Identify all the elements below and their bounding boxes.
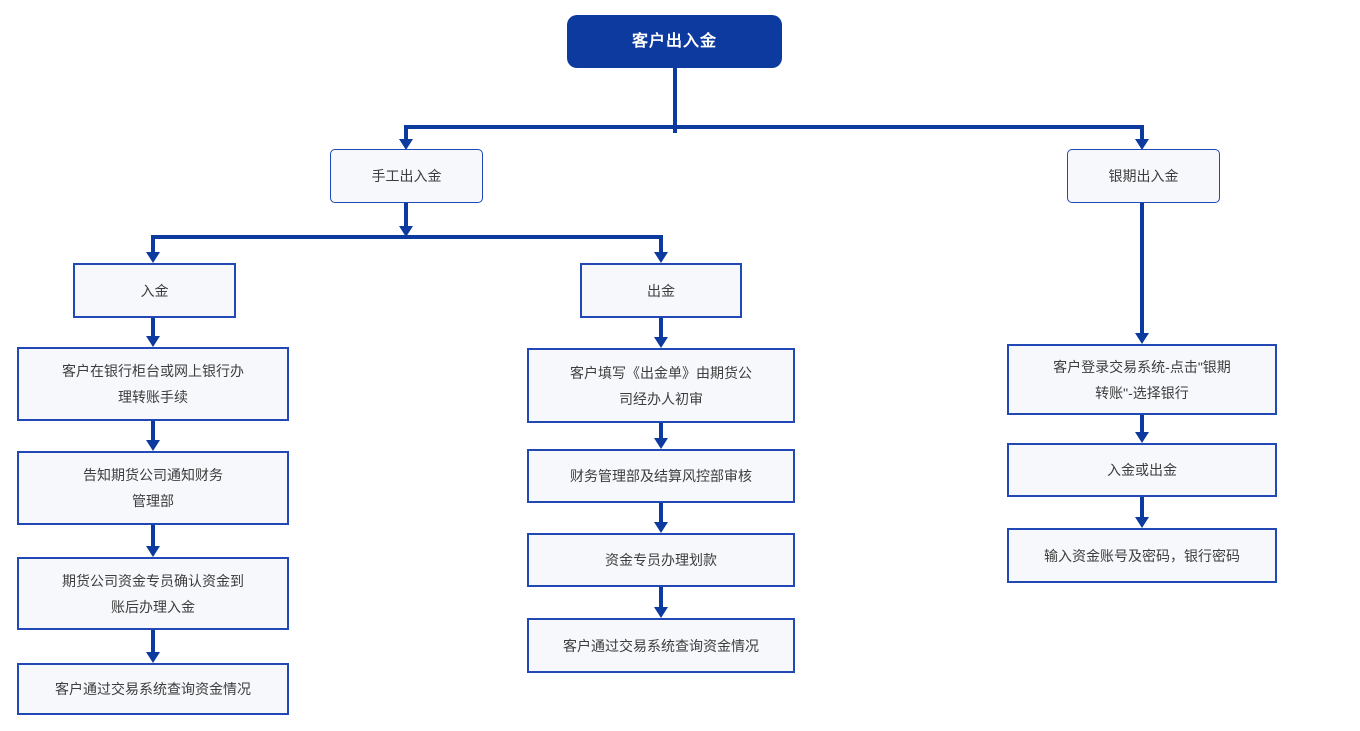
connector-bank-3 — [1140, 497, 1144, 518]
node-label: 输入资金账号及密码，银行密码 — [1044, 547, 1240, 564]
deposit-step-3: 期货公司资金专员确认资金到 账后办理入金 — [17, 557, 289, 630]
connector-deposit-3 — [151, 525, 155, 547]
node-label: 告知期货公司通知财务 管理部 — [83, 467, 223, 509]
arrowhead-down-icon — [146, 546, 160, 557]
node-label: 客户在银行柜台或网上银行办 理转账手续 — [62, 363, 244, 405]
node-withdraw: 出金 — [580, 263, 742, 318]
connector-bank-1 — [1140, 203, 1144, 334]
connector-withdraw-drop — [659, 235, 663, 253]
arrowhead-down-icon — [399, 226, 413, 237]
arrowhead-down-icon — [1135, 333, 1149, 344]
arrowhead-down-icon — [654, 607, 668, 618]
arrowhead-down-icon — [654, 252, 668, 263]
node-label: 客户登录交易系统-点击"银期 转账"-选择银行 — [1053, 358, 1231, 401]
node-label: 出金 — [647, 282, 675, 299]
connector-withdraw-4 — [659, 587, 663, 608]
connector-withdraw-3 — [659, 503, 663, 523]
arrowhead-down-icon — [146, 440, 160, 451]
arrowhead-down-icon — [1135, 139, 1149, 150]
connector-deposit-1 — [151, 318, 155, 338]
connector-manual-split-stem — [404, 203, 408, 227]
node-manual-transfer: 手工出入金 — [330, 149, 483, 203]
arrowhead-down-icon — [654, 522, 668, 533]
connector-deposit-drop — [151, 235, 155, 253]
arrowhead-down-icon — [146, 336, 160, 347]
node-label: 客户通过交易系统查询资金情况 — [55, 681, 251, 697]
connector-withdraw-2 — [659, 423, 663, 439]
withdraw-step-2: 财务管理部及结算风控部审核 — [527, 449, 795, 503]
bank-step-2: 入金或出金 — [1007, 443, 1277, 497]
node-label: 客户通过交易系统查询资金情况 — [563, 637, 759, 654]
arrowhead-down-icon — [399, 139, 413, 150]
connector-bank-drop — [1140, 125, 1144, 141]
connector-manual-drop — [404, 125, 408, 141]
connector-root-stem — [673, 68, 677, 133]
bank-step-3: 输入资金账号及密码，银行密码 — [1007, 528, 1277, 583]
node-label: 入金或出金 — [1107, 462, 1177, 478]
node-label: 财务管理部及结算风控部审核 — [570, 468, 752, 484]
connector-withdraw-1 — [659, 318, 663, 338]
node-label: 期货公司资金专员确认资金到 账后办理入金 — [62, 572, 244, 615]
arrowhead-down-icon — [146, 252, 160, 263]
node-label: 资金专员办理划款 — [605, 552, 717, 568]
node-bank-futures-transfer: 银期出入金 — [1067, 149, 1220, 203]
node-label: 客户填写《出金单》由期货公 司经办人初审 — [570, 364, 752, 407]
withdraw-step-3: 资金专员办理划款 — [527, 533, 795, 587]
withdraw-step-4: 客户通过交易系统查询资金情况 — [527, 618, 795, 673]
arrowhead-down-icon — [146, 652, 160, 663]
node-label: 客户出入金 — [631, 32, 717, 50]
node-label: 手工出入金 — [371, 168, 442, 184]
connector-deposit-2 — [151, 421, 155, 441]
withdraw-step-1: 客户填写《出金单》由期货公 司经办人初审 — [527, 348, 795, 423]
connector-bank-2 — [1140, 415, 1144, 433]
node-label: 银期出入金 — [1108, 168, 1179, 184]
bank-step-1: 客户登录交易系统-点击"银期 转账"-选择银行 — [1007, 344, 1277, 415]
deposit-step-4: 客户通过交易系统查询资金情况 — [17, 663, 289, 715]
connector-split-horizontal — [151, 235, 663, 239]
node-root-customer-funds: 客户出入金 — [567, 15, 782, 68]
arrowhead-down-icon — [654, 337, 668, 348]
arrowhead-down-icon — [1135, 432, 1149, 443]
arrowhead-down-icon — [654, 438, 668, 449]
connector-main-horizontal — [404, 125, 1144, 129]
node-label: 入金 — [140, 282, 169, 299]
deposit-step-1: 客户在银行柜台或网上银行办 理转账手续 — [17, 347, 289, 421]
arrowhead-down-icon — [1135, 517, 1149, 528]
connector-deposit-4 — [151, 630, 155, 653]
deposit-step-2: 告知期货公司通知财务 管理部 — [17, 451, 289, 525]
node-deposit: 入金 — [73, 263, 236, 318]
